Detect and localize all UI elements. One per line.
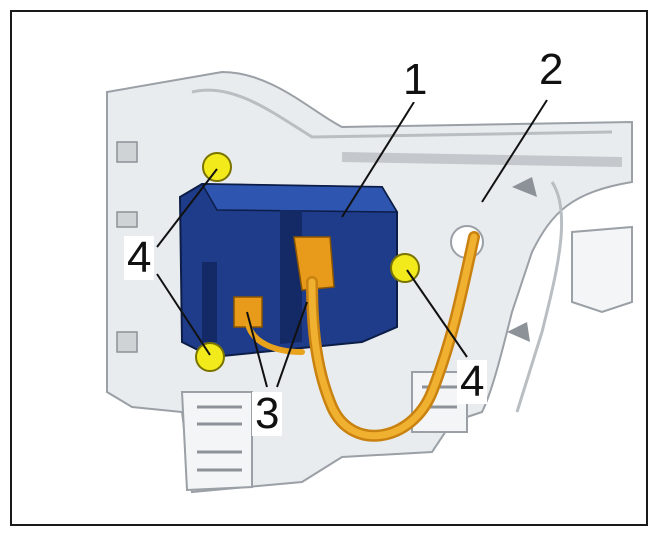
bracket-arrows bbox=[507, 177, 537, 342]
leader-3b bbox=[276, 301, 308, 388]
bracket-tab-slots bbox=[197, 405, 242, 472]
leader-1 bbox=[341, 101, 415, 218]
callout-4-right: 4 bbox=[457, 360, 488, 404]
bolt-icon bbox=[195, 342, 225, 372]
module-side-rib bbox=[202, 262, 217, 342]
bolt-icon bbox=[202, 152, 232, 182]
diagram-frame: 1 2 3 4 4 bbox=[10, 10, 648, 526]
bracket-bottom-tab bbox=[180, 391, 253, 492]
callout-4-left: 4 bbox=[124, 236, 155, 280]
bracket-upper-rib bbox=[191, 88, 613, 139]
bracket-crossbar bbox=[341, 152, 623, 167]
bracket-right-tab bbox=[571, 225, 633, 314]
callout-2: 2 bbox=[536, 48, 567, 92]
module-part-1 bbox=[178, 182, 399, 359]
assembly-illustration bbox=[106, 70, 633, 494]
bolt-icon bbox=[390, 253, 420, 283]
bolts-part-4 bbox=[195, 152, 420, 372]
leader-lines bbox=[156, 99, 548, 388]
callout-1: 1 bbox=[400, 58, 431, 102]
bracket-clips bbox=[116, 141, 138, 353]
callout-3: 3 bbox=[252, 392, 283, 436]
leader-4a bbox=[156, 168, 218, 248]
cable-branch bbox=[245, 321, 305, 355]
leader-4b bbox=[156, 273, 211, 356]
connector-icon bbox=[293, 236, 335, 291]
module-top-face bbox=[200, 183, 399, 213]
bracket-arm-edge bbox=[515, 181, 564, 413]
leader-2 bbox=[481, 99, 548, 203]
cable-highlight bbox=[308, 233, 478, 440]
leader-4c bbox=[406, 269, 468, 358]
leader-3a bbox=[246, 311, 268, 388]
